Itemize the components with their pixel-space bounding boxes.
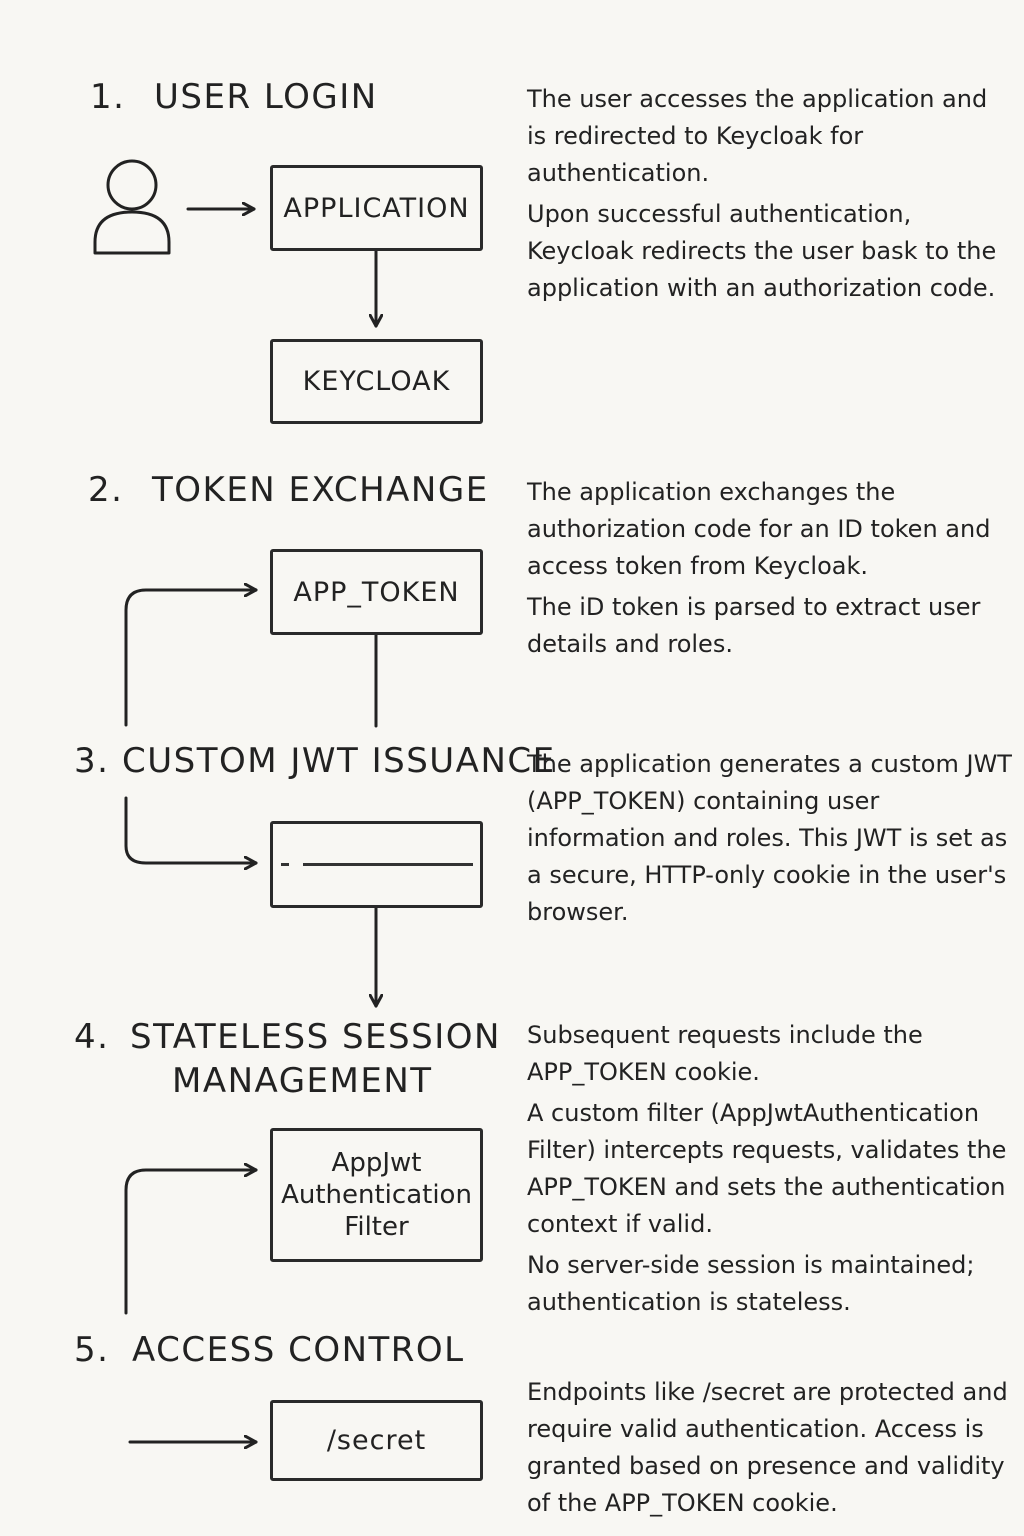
secret-endpoint-box: /secret — [270, 1400, 483, 1481]
step-1-desc-para-2: Upon successful authentication, Keycloak… — [527, 200, 997, 302]
keycloak-box: KEYCLOAK — [270, 339, 483, 424]
step-4-title-line-2: MANAGEMENT — [172, 1061, 433, 1101]
jwt-box-dash — [280, 863, 289, 866]
jwt-box-line — [302, 863, 473, 866]
user-icon — [93, 159, 171, 255]
secret-endpoint-label: /secret — [326, 1425, 427, 1456]
step-4-desc-para-3: No server-side session is maintained; au… — [527, 1251, 975, 1316]
step-3-description: The application generates a custom JWT (… — [527, 746, 1012, 935]
arrow-loop-to-filter — [124, 1170, 258, 1315]
step-2-desc-para-1: The application exchanges the authorizat… — [527, 478, 991, 580]
auth-filter-line-1: AppJwt — [331, 1148, 422, 1178]
app-token-box: APP_TOKEN — [270, 549, 483, 635]
arrow-loop-to-app-token — [124, 590, 258, 727]
step-1-heading: 1. USER LOGIN — [90, 77, 378, 117]
step-3-desc-para-1: The application generates a custom JWT (… — [527, 750, 1012, 926]
step-5-number: 5. — [74, 1330, 110, 1370]
step-1-description: The user accesses the application and is… — [527, 81, 1012, 311]
auth-filter-box: AppJwt Authentication Filter — [270, 1128, 483, 1262]
step-2-description: The application exchanges the authorizat… — [527, 474, 1012, 667]
step-2-heading: 2. TOKEN EXCHANGE — [88, 470, 489, 510]
step-4-title-line-1: STATELESS SESSION — [130, 1017, 501, 1057]
step-2-number: 2. — [88, 470, 124, 510]
application-box: APPLICATION — [270, 165, 483, 251]
step-2-desc-para-2: The iD token is parsed to extract user d… — [527, 593, 981, 658]
step-3-title: CUSTOM JWT ISSUANCE — [122, 741, 556, 781]
step-1-desc-para-1: The user accesses the application and is… — [527, 85, 988, 187]
step-3-number: 3. — [74, 741, 110, 781]
step-4-desc-para-2: A custom filter (AppJwtAuthentication Fi… — [527, 1099, 1007, 1238]
jwt-box — [270, 821, 483, 908]
step-2-title: TOKEN EXCHANGE — [152, 470, 489, 510]
step-5-heading: 5. ACCESS CONTROL — [74, 1330, 465, 1370]
step-1-number: 1. — [90, 77, 126, 117]
app-token-box-label: APP_TOKEN — [293, 576, 460, 608]
arrow-hook-to-jwt-box — [124, 796, 258, 863]
step-4-desc-para-1: Subsequent requests include the APP_TOKE… — [527, 1021, 923, 1086]
step-5-description: Endpoints like /secret are protected and… — [527, 1374, 1012, 1526]
step-5-title: ACCESS CONTROL — [132, 1330, 465, 1370]
step-4-heading: 4. STATELESS SESSION MANAGEMENT — [74, 1015, 501, 1103]
keycloak-box-label: KEYCLOAK — [302, 366, 451, 397]
step-4-description: Subsequent requests include the APP_TOKE… — [527, 1017, 1012, 1325]
step-5-desc-para-1: Endpoints like /secret are protected and… — [527, 1378, 1008, 1517]
application-box-label: APPLICATION — [283, 192, 470, 224]
step-3-heading: 3. CUSTOM JWT ISSUANCE — [74, 741, 556, 781]
auth-filter-line-2: Authentication — [281, 1180, 472, 1210]
step-1-title: USER LOGIN — [154, 77, 378, 117]
auth-filter-line-3: Filter — [344, 1212, 409, 1242]
step-4-number: 4. — [74, 1017, 110, 1057]
